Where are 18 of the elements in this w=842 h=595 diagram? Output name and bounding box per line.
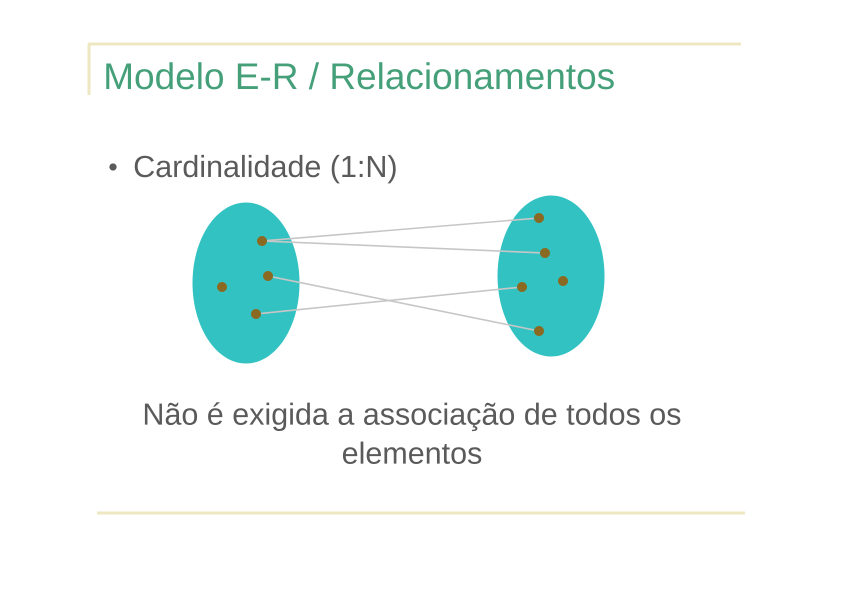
connector-line (267, 218, 534, 242)
element-dot (558, 276, 568, 286)
note-text: Não é exigida a associação de todos os elementos (144, 402, 680, 464)
connector-line (261, 286, 517, 314)
connector-line (267, 240, 540, 254)
slide-title: Modelo E-R / Relacionamentos (106, 62, 614, 90)
bullet-text: Cardinalidade (1:N) (134, 154, 396, 184)
element-dot (263, 271, 273, 281)
element-dot (534, 326, 544, 336)
element-dot (517, 282, 527, 292)
element-dot (257, 236, 267, 246)
element-dot (540, 248, 550, 258)
set-ellipse (498, 196, 604, 356)
element-dot (534, 213, 544, 223)
element-dot (251, 309, 261, 319)
element-dot (217, 282, 227, 292)
connector-line (272, 276, 534, 331)
set-ellipse (192, 202, 300, 364)
